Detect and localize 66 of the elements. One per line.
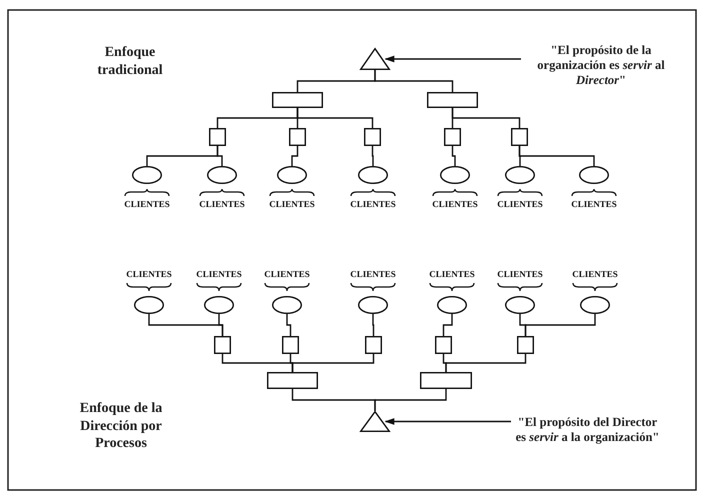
rectangle-shape: [365, 336, 382, 354]
connector-line: [452, 108, 454, 128]
rectangle-shape: [420, 372, 472, 389]
group-label: CLIENTES: [349, 269, 397, 279]
rectangle-shape: [517, 336, 534, 354]
connector-line: [216, 108, 298, 128]
group-label: CLIENTES: [123, 199, 171, 209]
ellipse-shape: [437, 296, 467, 314]
quote-text: "El propósito del Director es servir a la organización": [515, 415, 660, 445]
rectangle-shape: [214, 336, 231, 354]
connector-line: [442, 354, 447, 372]
connector-line: [372, 146, 374, 166]
rectangle-shape: [511, 128, 528, 146]
triangle-shape: [360, 411, 390, 432]
ellipse-shape: [204, 296, 234, 314]
connector-line: [222, 354, 294, 372]
ellipse-shape: [579, 166, 609, 184]
rectangle-shape: [435, 336, 452, 354]
connector-line: [452, 146, 456, 166]
ellipse-shape: [505, 166, 535, 184]
ellipse-shape: [132, 166, 162, 184]
ellipse-shape: [277, 166, 307, 184]
rectangle-shape: [272, 92, 323, 108]
ellipse-shape: [440, 166, 470, 184]
connector-line: [442, 314, 453, 336]
rectangle-shape: [267, 372, 318, 389]
rectangle-shape: [282, 336, 299, 354]
heading-label: Enfoque tradicional: [96, 44, 164, 79]
group-label: CLIENTES: [125, 269, 173, 279]
group-label: CLIENTES: [571, 269, 619, 279]
connector-line: [518, 146, 521, 166]
rectangle-shape: [364, 128, 381, 146]
connector-line: [519, 314, 526, 336]
rectangle-shape: [209, 128, 226, 146]
quote-text: "El propósito de la organización es servir al Director": [536, 42, 666, 88]
group-label: CLIENTES: [195, 269, 243, 279]
ellipse-shape: [358, 166, 388, 184]
group-label: CLIENTES: [496, 269, 544, 279]
group-label: CLIENTES: [263, 269, 311, 279]
rectangle-shape: [289, 128, 306, 146]
ellipse-shape: [207, 166, 237, 184]
triangle-shape: [360, 48, 390, 70]
ellipse-shape: [358, 296, 388, 314]
connector-line: [148, 314, 224, 336]
ellipse-shape: [134, 296, 164, 314]
group-label: CLIENTES: [570, 199, 618, 209]
group-label: CLIENTES: [496, 199, 544, 209]
rectangle-shape: [444, 128, 461, 146]
group-label: CLIENTES: [428, 269, 476, 279]
connector-line: [292, 389, 376, 411]
connector-line: [291, 146, 298, 166]
group-label: CLIENTES: [349, 199, 397, 209]
rectangle-shape: [427, 92, 478, 108]
arrow: [384, 56, 521, 62]
ellipse-shape: [580, 296, 610, 314]
group-label: CLIENTES: [268, 199, 316, 209]
arrow: [384, 418, 511, 425]
heading-label: Enfoque de la Dirección por Procesos: [78, 400, 164, 452]
group-label: CLIENTES: [431, 199, 479, 209]
ellipse-shape: [505, 296, 535, 314]
ellipse-shape: [272, 296, 302, 314]
connector-line: [296, 70, 376, 92]
group-label: CLIENTES: [198, 199, 246, 209]
connector-line: [146, 146, 218, 166]
connector-line: [372, 314, 374, 336]
connector-line: [286, 314, 292, 336]
